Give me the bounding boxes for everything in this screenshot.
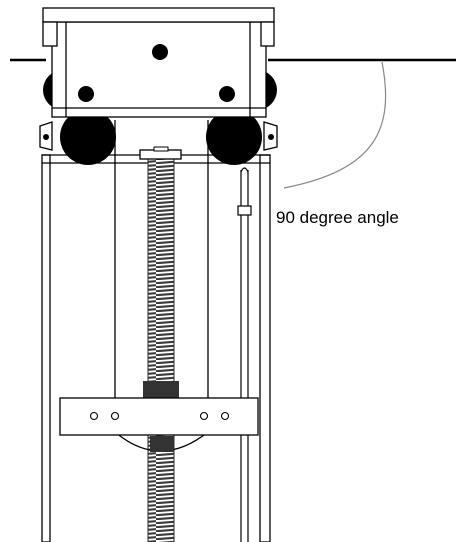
bar-hole-4 <box>220 411 230 421</box>
top-cap <box>42 7 275 23</box>
right-ear-hole <box>268 134 274 140</box>
bar-hole-1 <box>89 411 99 421</box>
bar-hole-2 <box>110 411 120 421</box>
plate-bolt-left <box>78 86 94 102</box>
carriage-plate <box>51 21 267 118</box>
left-lower-wheel-icon <box>60 109 116 165</box>
plate-bolt-top <box>152 44 168 60</box>
threaded-rod-icon <box>148 150 174 542</box>
top-cap-left-lip <box>42 21 58 47</box>
angle-arc <box>283 61 387 189</box>
drive-nut <box>143 381 179 399</box>
top-cap-right-lip <box>260 21 275 47</box>
left-ear-hole <box>43 134 49 140</box>
indicator-clip <box>237 205 252 216</box>
drive-nut-lower <box>150 436 174 452</box>
angle-annotation-label: 90 degree angle <box>276 208 399 227</box>
left-outer-rail <box>41 154 51 542</box>
right-lower-wheel-icon <box>206 109 262 165</box>
plate-bolt-right <box>219 86 235 102</box>
right-outer-rail <box>259 154 271 542</box>
bar-hole-3 <box>199 411 209 421</box>
indicator-rod-cap <box>240 167 249 173</box>
top-nut-collar <box>153 146 169 152</box>
